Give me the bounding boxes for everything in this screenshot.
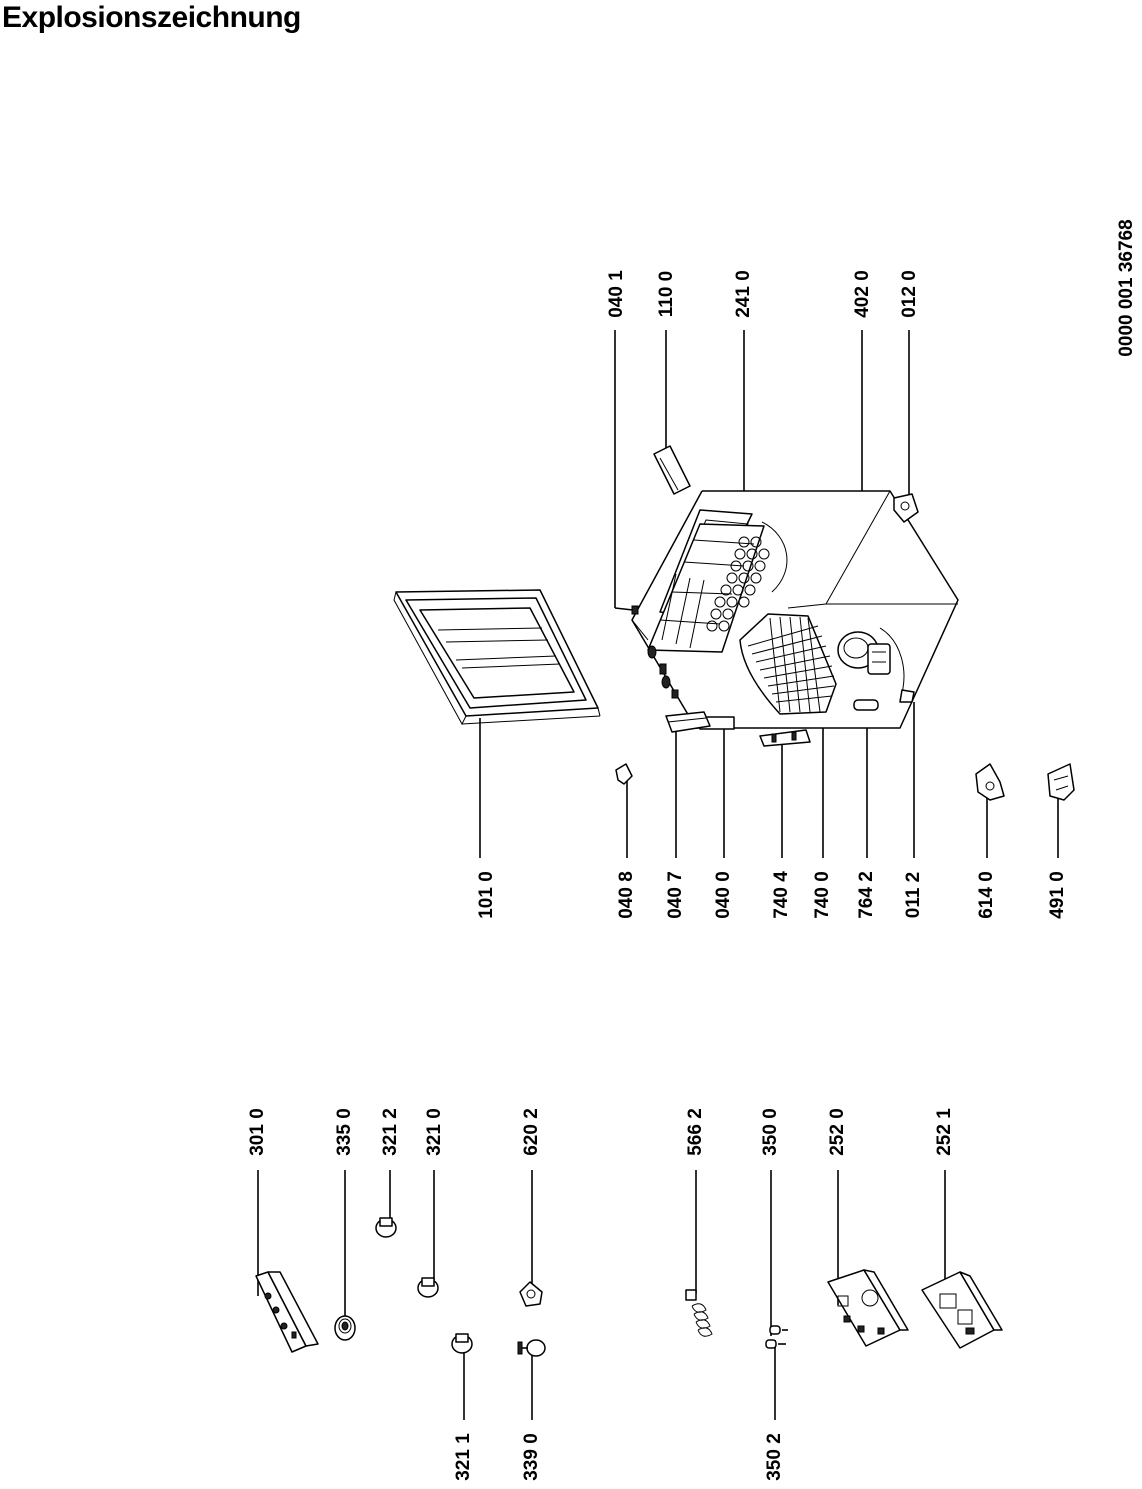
- page-title: Explosionszeichnung: [2, 1, 301, 34]
- label-110-0: 110 0: [656, 271, 677, 318]
- pin-350-2-part: [769, 1325, 788, 1335]
- bracket-614-part: [975, 763, 1005, 801]
- screw-339-0-part: [517, 1339, 546, 1357]
- housing-252-1-part: [921, 1271, 1003, 1349]
- label-350-0: 350 0: [760, 1108, 781, 1156]
- label-620-2: 620 2: [521, 1108, 542, 1156]
- label-335-0: 335 0: [334, 1108, 355, 1156]
- lid-part: [393, 589, 601, 726]
- label-339-0: 339 0: [521, 1433, 542, 1481]
- label-321-1: 321 1: [453, 1433, 474, 1481]
- clip-part: [631, 605, 639, 615]
- label-740-4: 740 4: [771, 871, 792, 919]
- label-011-2: 011 2: [903, 872, 924, 919]
- label-740-0: 740 0: [812, 871, 833, 919]
- label-321-2: 321 2: [380, 1108, 401, 1156]
- latch-491-part: [1047, 763, 1075, 801]
- label-321-0: 321 0: [424, 1108, 445, 1156]
- button-321-0-part: [417, 1277, 439, 1298]
- label-012-0: 012 0: [899, 270, 920, 318]
- bracket-part: [665, 711, 711, 733]
- handle-part: [653, 445, 691, 495]
- front-controls: [647, 645, 679, 699]
- foot-part: [899, 689, 915, 703]
- part-labels: 101 0 040 1 110 0 241 0 402 0 012 0 040 …: [247, 270, 1068, 1481]
- compressor-part: [837, 627, 905, 701]
- cabinet-part: [631, 490, 959, 730]
- label-491-0: 491 0: [1047, 871, 1068, 919]
- label-614-0: 614 0: [976, 871, 997, 919]
- label-101-0: 101 0: [476, 871, 497, 919]
- rail-part: [759, 729, 811, 747]
- spring-knob-part: [334, 1315, 356, 1341]
- label-252-0: 252 0: [827, 1108, 848, 1156]
- label-040-7: 040 7: [665, 871, 686, 919]
- capacitor-part: [853, 699, 879, 711]
- condenser-grid: [739, 613, 837, 715]
- label-040-8: 040 8: [616, 871, 637, 919]
- housing-252-0-part: [827, 1269, 909, 1347]
- button-321-2-part: [375, 1217, 397, 1238]
- leader-lines: [257, 330, 1059, 1420]
- small-clip-part: [615, 763, 633, 785]
- basket-part: [647, 521, 788, 653]
- spring-566-2-part: [685, 1289, 713, 1337]
- label-040-0: 040 0: [713, 871, 734, 919]
- pin-350-0-part: [765, 1339, 786, 1349]
- label-566-2: 566 2: [685, 1108, 706, 1156]
- label-350-2: 350 2: [764, 1433, 785, 1481]
- control-panel-part: [255, 1271, 319, 1353]
- knob-620-2-part: [519, 1281, 543, 1307]
- label-040-1: 040 1: [606, 270, 627, 318]
- hinge-part: [893, 493, 919, 523]
- label-764-2: 764 2: [856, 871, 877, 919]
- label-301-0: 301 0: [247, 1108, 268, 1156]
- label-402-0: 402 0: [852, 270, 873, 318]
- label-252-1: 252 1: [934, 1108, 955, 1156]
- button-321-1-part: [451, 1333, 473, 1354]
- label-241-0: 241 0: [733, 270, 754, 318]
